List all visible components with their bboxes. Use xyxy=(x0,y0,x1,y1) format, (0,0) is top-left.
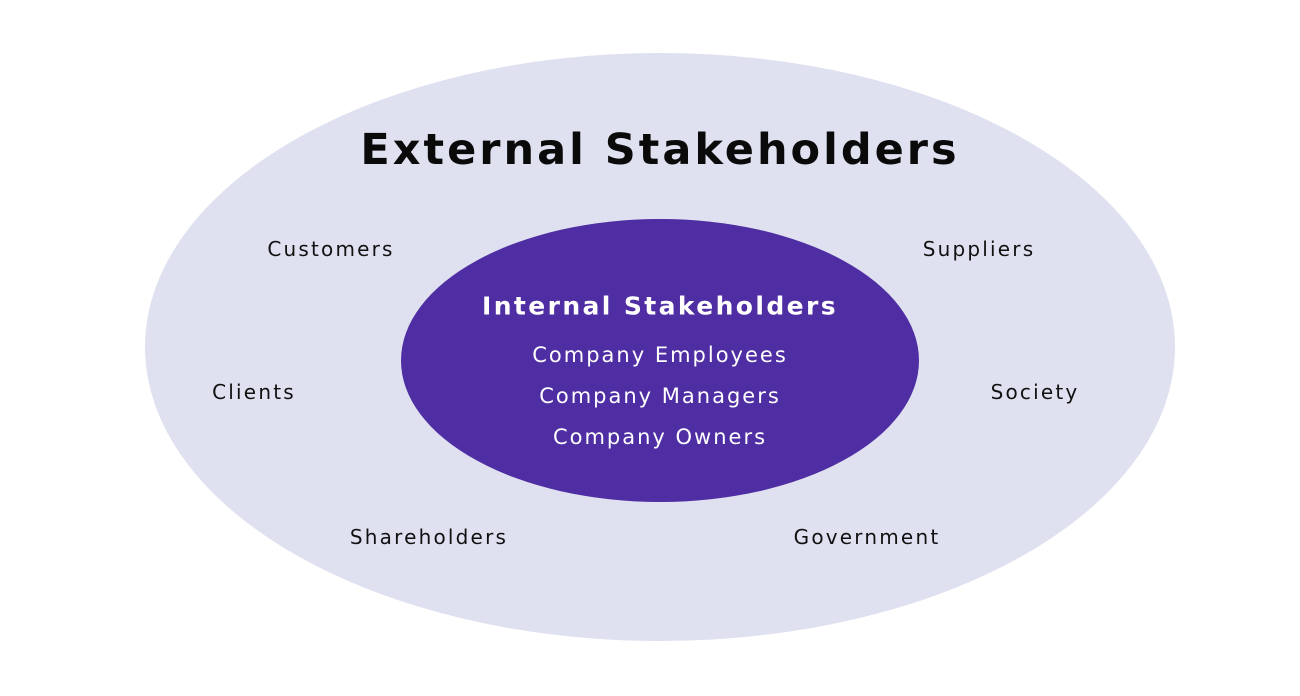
external-item-clients: Clients xyxy=(212,380,296,404)
internal-item-managers: Company Managers xyxy=(539,384,781,408)
external-item-society: Society xyxy=(990,380,1080,404)
external-item-shareholders: Shareholders xyxy=(349,525,509,549)
external-item-government: Government xyxy=(793,525,941,549)
internal-stakeholders-ellipse xyxy=(401,219,919,502)
internal-item-employees: Company Employees xyxy=(532,343,788,367)
external-stakeholders-title: External Stakeholders xyxy=(360,125,960,175)
external-item-suppliers: Suppliers xyxy=(922,237,1036,261)
internal-item-owners: Company Owners xyxy=(552,425,768,449)
internal-stakeholders-title: Internal Stakeholders xyxy=(481,291,839,321)
external-item-customers: Customers xyxy=(267,237,395,261)
